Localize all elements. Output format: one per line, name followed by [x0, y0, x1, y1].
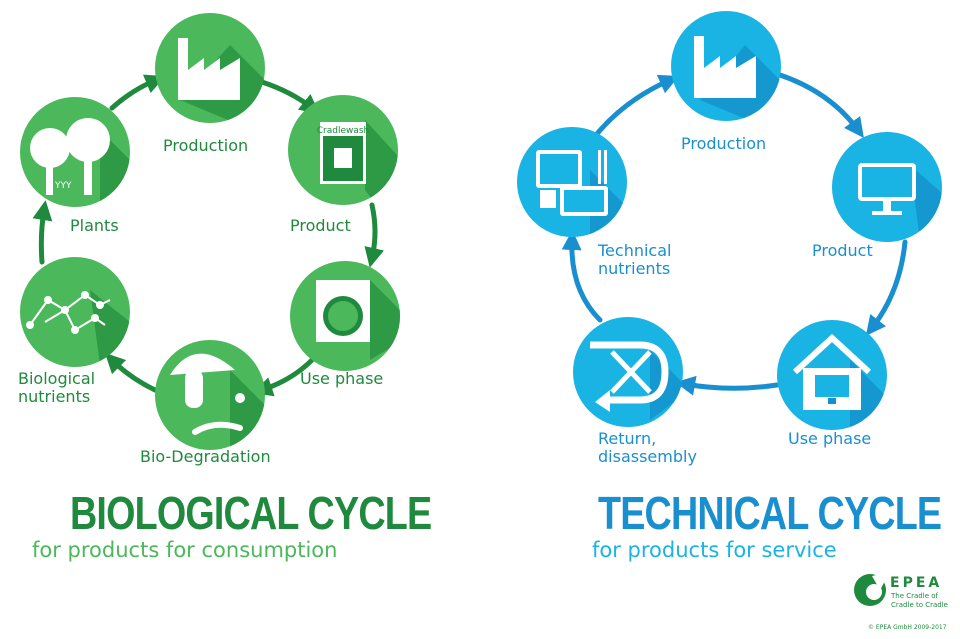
house-monitor-icon	[792, 333, 872, 410]
trees-icon: YYY	[30, 118, 110, 195]
bio-node-plants: YYY	[20, 97, 130, 207]
mushroom-icon	[170, 353, 245, 435]
tech-label-use-phase: Use phase	[788, 429, 872, 448]
bio-label-plants: Plants	[70, 216, 119, 235]
molecule-icon	[26, 291, 111, 334]
tech-node-product	[832, 132, 942, 242]
washing-machine-icon	[316, 280, 370, 342]
bio-subtitle: for products for consumption	[32, 538, 338, 562]
bio-node-use-phase	[290, 261, 400, 371]
svg-text:Cradlewash: Cradlewash	[317, 126, 370, 136]
tech-label-return-disassembly: Return, disassembly	[598, 429, 697, 466]
tech-label-production: Production	[681, 134, 767, 153]
bio-arrows	[32, 74, 384, 397]
bio-node-bio-degradation	[155, 340, 265, 450]
bio-label-use-phase: Use phase	[300, 369, 384, 388]
tech-label-product: Product	[812, 241, 873, 260]
logo-name: EPEA	[890, 575, 943, 591]
detergent-box-icon: Cradlewash	[317, 122, 370, 184]
tech-node-production	[671, 11, 781, 121]
tech-label-technical-nutrients: Technical nutrients	[598, 241, 672, 278]
bio-title: BIOLOGICAL CYCLE	[70, 487, 432, 539]
copyright: © EPEA GmbH 2009-2017	[868, 624, 947, 631]
tech-node-technical-nutrients	[517, 127, 627, 237]
tech-subtitle: for products for service	[592, 538, 837, 562]
logo-tagline-1: The Cradle of	[891, 592, 938, 600]
tech-arrows	[561, 72, 908, 396]
bio-label-bio-degradation: Bio-Degradation	[140, 447, 271, 466]
monitor-icon	[858, 163, 916, 215]
bio-node-production	[155, 13, 265, 123]
factory-icon	[178, 38, 240, 100]
bio-label-production: Production	[163, 136, 249, 155]
bio-label-biological-nutrients: Biological nutrients	[18, 369, 96, 406]
components-icon	[536, 150, 608, 216]
bio-node-biological-nutrients	[20, 257, 130, 367]
tools-icon	[590, 341, 669, 412]
tech-node-return-disassembly	[573, 317, 683, 427]
tech-title: TECHNICAL CYCLE	[598, 487, 942, 539]
factory-icon	[694, 36, 756, 98]
bio-label-product: Product	[290, 216, 351, 235]
epea-logo	[854, 572, 890, 606]
svg-text:YYY: YYY	[54, 181, 72, 191]
bio-node-product: Cradlewash	[288, 95, 398, 205]
tech-node-use-phase	[777, 320, 887, 430]
logo-tagline-2: Cradle to Cradle	[891, 601, 948, 609]
